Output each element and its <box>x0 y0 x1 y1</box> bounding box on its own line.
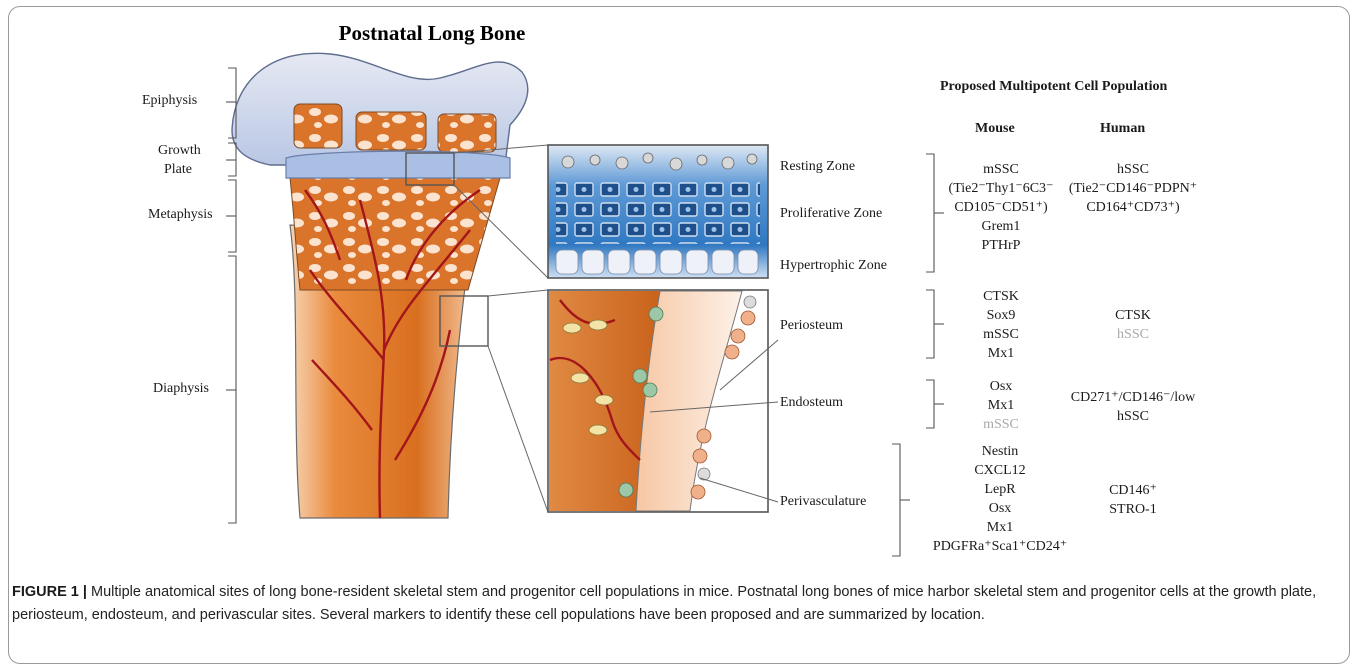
figure-caption-text: Multiple anatomical sites of long bone-r… <box>12 584 1316 623</box>
mouse-column-header: Mouse <box>975 121 1015 137</box>
marker: (Tie2⁻Thy1⁻6C3⁻ <box>946 179 1056 198</box>
marker: hSSC <box>1058 407 1208 426</box>
marker: hSSC <box>1058 325 1208 344</box>
marker: Mx1 <box>920 518 1080 537</box>
marker: STRO-1 <box>1058 500 1208 519</box>
marker: CD146⁺ <box>1058 481 1208 500</box>
marker: (Tie2⁻CD146⁻PDPN⁺ <box>1058 179 1208 198</box>
label-growth-plate-line2: Plate <box>164 162 192 178</box>
label-epiphysis: Epiphysis <box>142 93 197 109</box>
label-metaphysis: Metaphysis <box>148 207 213 223</box>
marker: Osx <box>946 377 1056 396</box>
marker: CD105⁻CD51⁺) <box>946 198 1056 217</box>
growth-plate <box>286 151 510 178</box>
marker: hSSC <box>1058 160 1208 179</box>
figure-caption-label: FIGURE 1 | <box>12 584 87 600</box>
label-diaphysis: Diaphysis <box>153 381 209 397</box>
marker: Osx <box>920 499 1080 518</box>
marker: CTSK <box>1058 306 1208 325</box>
marker: CD164⁺CD73⁺) <box>1058 198 1208 217</box>
label-perivasculature: Perivasculature <box>780 494 866 510</box>
perivasculature-mouse-markers: Nestin CXCL12 LepR Osx Mx1 PDGFRa⁺Sca1⁺C… <box>920 442 1080 556</box>
metaphysis-spongy-bone <box>290 178 500 290</box>
marker: CD271⁺/CD146⁻/low <box>1058 388 1208 407</box>
marker: Grem1 <box>946 217 1056 236</box>
marker: LepR <box>920 480 1080 499</box>
marker: CXCL12 <box>920 461 1080 480</box>
human-column-header: Human <box>1100 121 1145 137</box>
marker: Sox9 <box>946 306 1056 325</box>
marker: PDGFRa⁺Sca1⁺CD24⁺ <box>920 537 1080 556</box>
marker: PTHrP <box>946 236 1056 255</box>
endosteum-human-markers: CD271⁺/CD146⁻/low hSSC <box>1058 388 1208 426</box>
label-proliferative-zone: Proliferative Zone <box>780 206 882 222</box>
marker: CTSK <box>946 287 1056 306</box>
label-hypertrophic-zone: Hypertrophic Zone <box>780 258 887 274</box>
growth-plate-mouse-markers: mSSC (Tie2⁻Thy1⁻6C3⁻ CD105⁻CD51⁺) Grem1 … <box>946 160 1056 255</box>
marker: mSSC <box>946 325 1056 344</box>
periosteum-human-markers: CTSK hSSC <box>1058 306 1208 344</box>
label-growth-plate-line1: Growth <box>158 143 201 159</box>
marker: Mx1 <box>946 344 1056 363</box>
endosteum-mouse-markers: Osx Mx1 mSSC <box>946 377 1056 434</box>
proliferative-zone-cells <box>556 178 760 244</box>
marker: Nestin <box>920 442 1080 461</box>
label-endosteum: Endosteum <box>780 395 843 411</box>
perivasculature-human-markers: CD146⁺ STRO-1 <box>1058 481 1208 519</box>
table-header: Proposed Multipotent Cell Population <box>940 79 1167 95</box>
growth-plate-human-markers: hSSC (Tie2⁻CD146⁻PDPN⁺ CD164⁺CD73⁺) <box>1058 160 1208 217</box>
marker: mSSC <box>946 415 1056 434</box>
label-periosteum: Periosteum <box>780 318 843 334</box>
label-resting-zone: Resting Zone <box>780 159 855 175</box>
periosteum-mouse-markers: CTSK Sox9 mSSC Mx1 <box>946 287 1056 363</box>
marker: Mx1 <box>946 396 1056 415</box>
marker: mSSC <box>946 160 1056 179</box>
figure-title: Postnatal Long Bone <box>339 21 526 45</box>
figure-caption: FIGURE 1 | Multiple anatomical sites of … <box>12 581 1342 627</box>
